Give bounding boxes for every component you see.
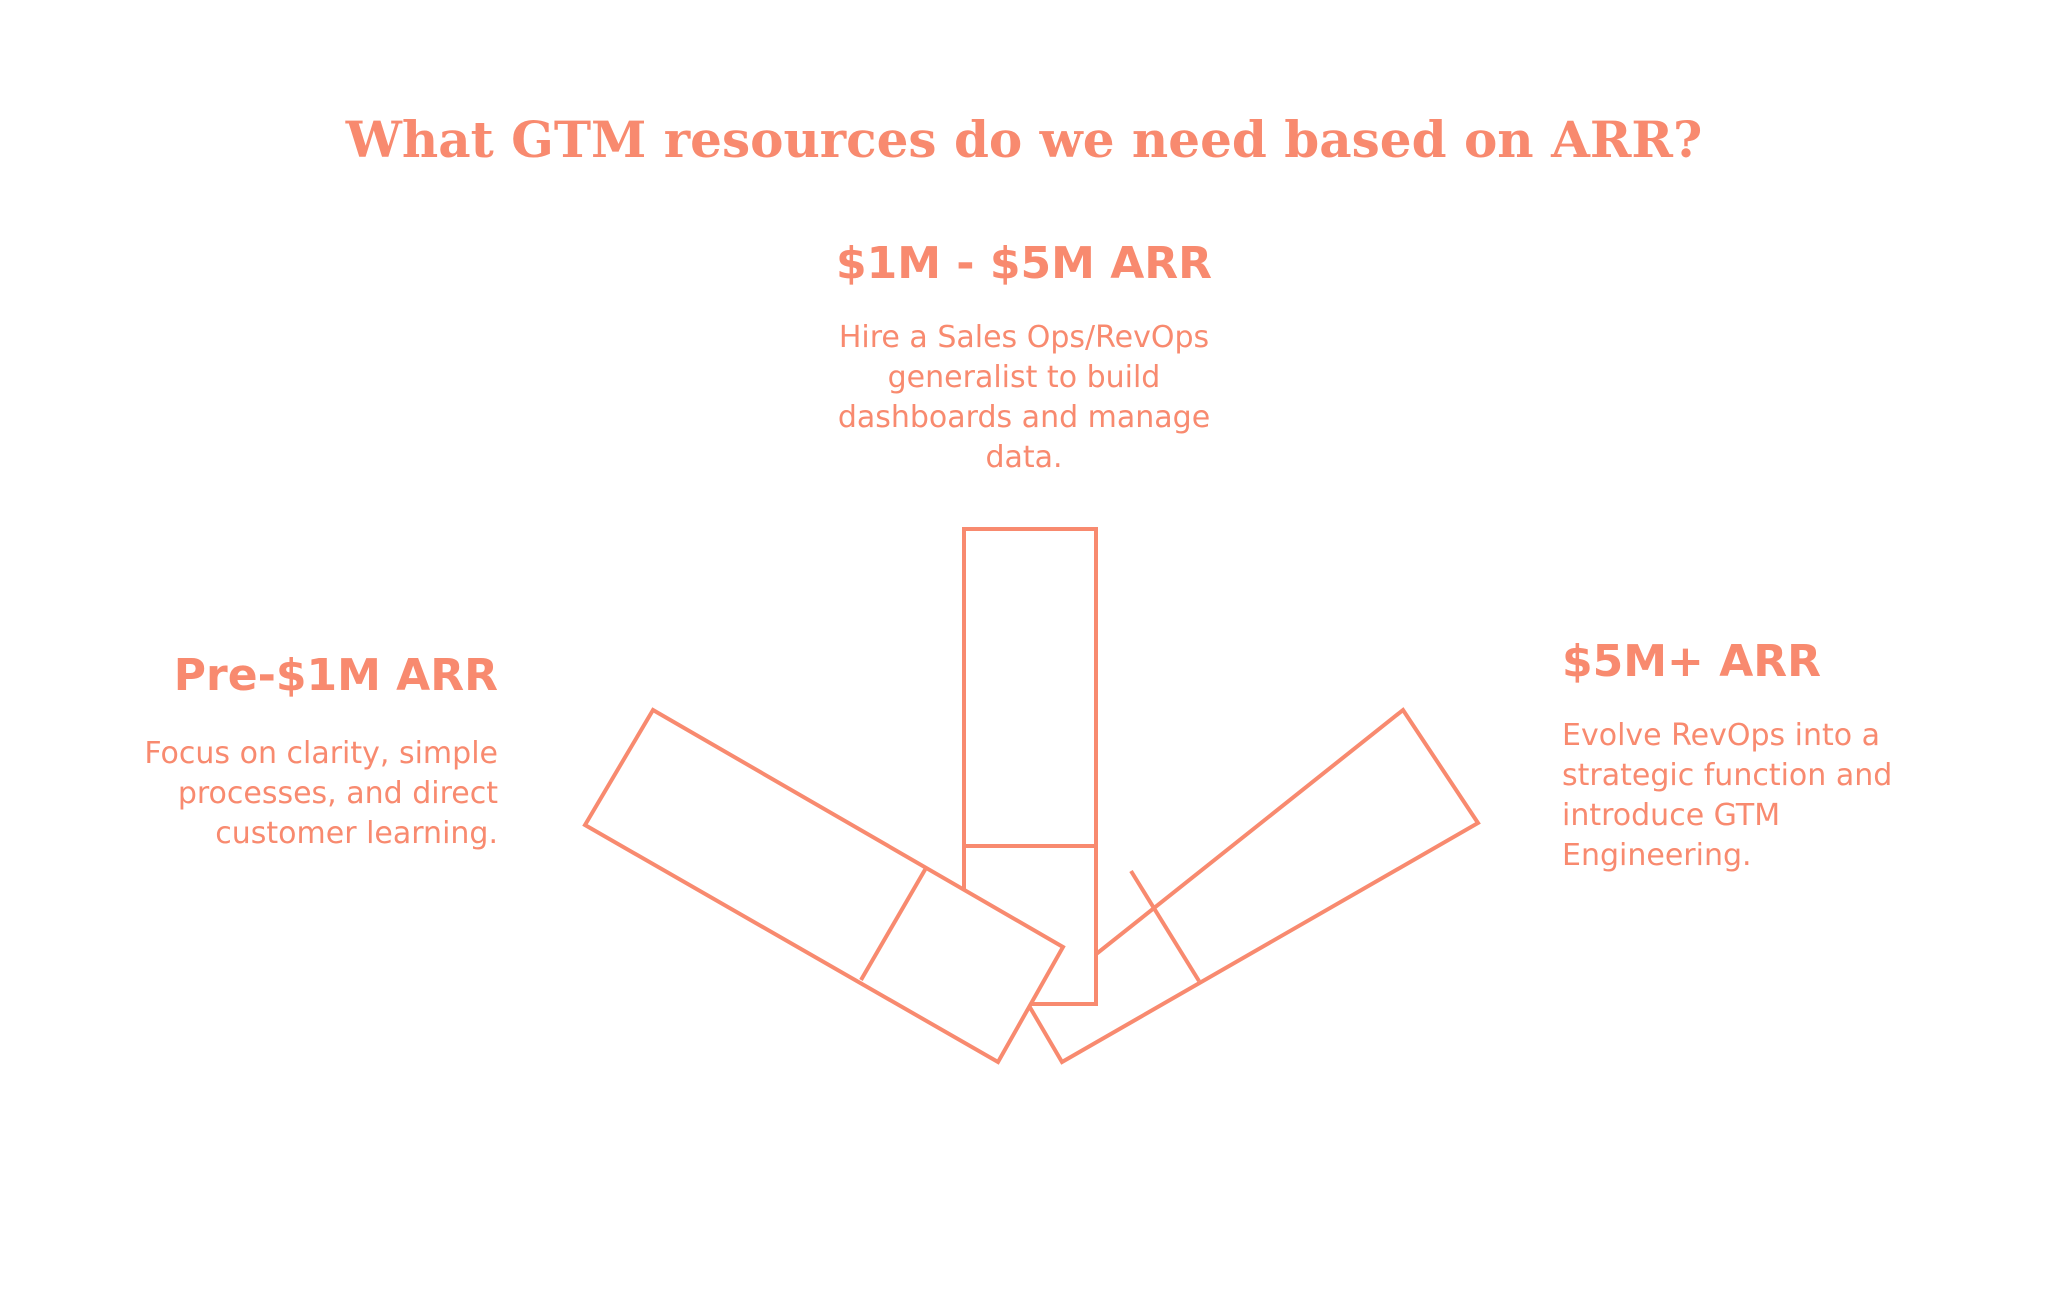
fan-bar-left	[582, 707, 1066, 1065]
fan-bar-right	[1025, 707, 1481, 1065]
stage-description-middle: Hire a Sales Ops/RevOps generalist to bu…	[837, 320, 1211, 475]
fan-bar-right-divider	[1129, 869, 1201, 983]
stage-heading-right: $5M+ ARR	[1562, 636, 1822, 687]
stage-description-left: Focus on clarity, simple processes, and …	[144, 736, 498, 851]
diagram-title: What GTM resources do we need based on A…	[345, 110, 1703, 169]
fan-bar-right-outer	[1025, 707, 1481, 1065]
stage-heading-left: Pre-$1M ARR	[173, 650, 498, 701]
stage-description-right: Evolve RevOps into a strategic function …	[1562, 718, 1893, 873]
fan-bar-left-outer	[582, 707, 1066, 1065]
stage-heading-middle: $1M - $5M ARR	[835, 238, 1213, 289]
fan-bar-left-divider	[859, 866, 928, 982]
